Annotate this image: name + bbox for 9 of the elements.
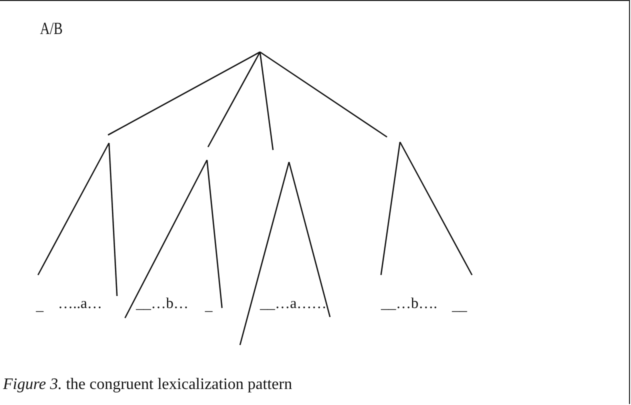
gloss-text: __…b… [136,295,188,313]
gloss-text: _ [205,297,212,315]
gloss-text: …..a… [58,295,102,313]
gloss-text: __…b…. [381,295,438,313]
gloss-text: __ [452,297,467,315]
figure-caption: Figure 3. the congruent lexicalization pattern [3,376,292,394]
tree-label: A/B [40,20,63,38]
gloss-text: _ [36,297,44,315]
gloss-text: __…a…… [260,295,327,313]
